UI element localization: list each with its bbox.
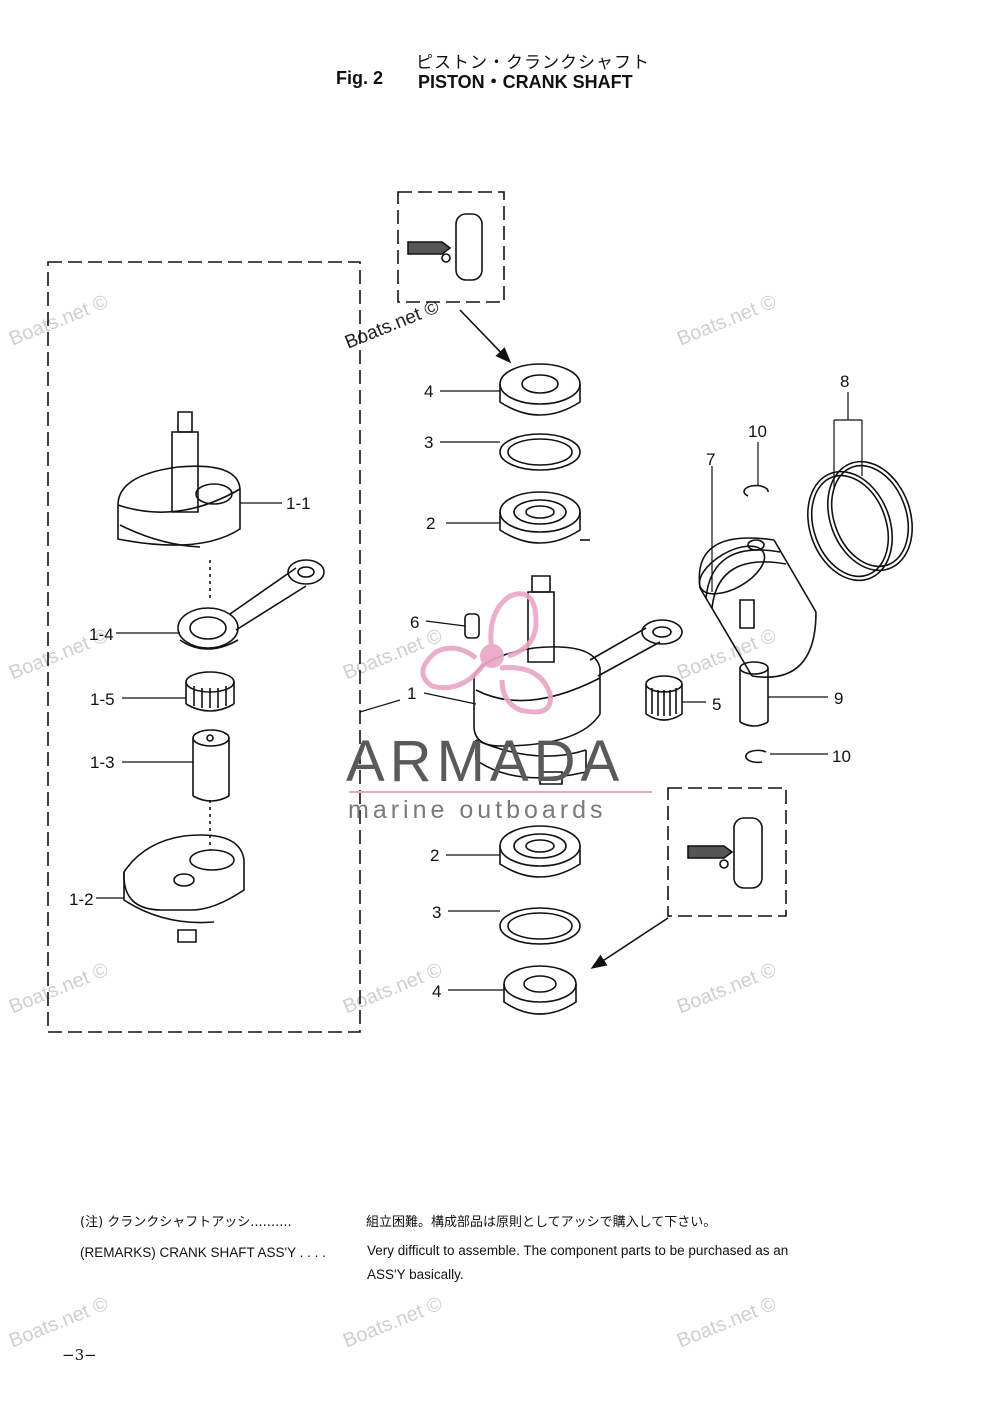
needle-bearing-left bbox=[185, 671, 235, 712]
oil-seal-bottom bbox=[503, 965, 577, 1015]
piston bbox=[698, 537, 817, 678]
label-2-bottom: 2 bbox=[430, 846, 439, 865]
piston-pin bbox=[739, 661, 769, 727]
label-4-bottom: 4 bbox=[432, 982, 441, 1001]
crankshaft-assy-dashed-box bbox=[47, 261, 361, 1033]
label-5: 5 bbox=[712, 695, 721, 714]
crankshaft-assembly bbox=[473, 575, 601, 785]
label-6: 6 bbox=[410, 613, 419, 632]
remarks-label-japanese: (注) クランクシャフトアッシ.......... bbox=[80, 1215, 292, 1230]
label-1-2: 1-2 bbox=[69, 890, 94, 909]
label-1-3: 1-3 bbox=[90, 753, 115, 772]
connecting-rod-right bbox=[589, 619, 683, 677]
label-1-1: 1-1 bbox=[286, 494, 311, 513]
needle-bearing-right bbox=[645, 675, 683, 721]
woodruff-key bbox=[464, 613, 480, 639]
remarks-text-line-2: ASS'Y basically. bbox=[367, 1267, 464, 1282]
connecting-rod-left bbox=[177, 559, 325, 650]
label-1-4: 1-4 bbox=[89, 625, 114, 644]
label-2-top: 2 bbox=[426, 514, 435, 533]
brand-divider bbox=[349, 791, 652, 793]
remarks-text-line-1: Very difficult to assemble. The componen… bbox=[367, 1243, 789, 1258]
label-4-top: 4 bbox=[424, 382, 433, 401]
label-1: 1 bbox=[407, 684, 416, 703]
ball-bearing-bottom bbox=[499, 825, 581, 878]
lower-crank-half bbox=[123, 834, 245, 943]
figure-title: PISTON・CRANK SHAFT bbox=[418, 72, 633, 92]
label-7: 7 bbox=[706, 450, 715, 469]
piston-rings bbox=[807, 460, 913, 582]
label-8: 8 bbox=[840, 372, 849, 391]
figure-title-japanese: ピストン・クランクシャフト bbox=[416, 53, 650, 73]
label-10-bottom: 10 bbox=[832, 747, 851, 766]
washer-bottom bbox=[499, 907, 581, 945]
figure-number: Fig. 2 bbox=[336, 68, 384, 88]
crank-pin bbox=[192, 729, 230, 802]
armada-brand-text: ARMADA bbox=[346, 729, 625, 794]
ball-bearing-top bbox=[499, 491, 590, 544]
page-number: −3− bbox=[62, 1346, 97, 1364]
label-1-5: 1-5 bbox=[90, 690, 115, 709]
label-3-bottom: 3 bbox=[432, 903, 441, 922]
label-10-top: 10 bbox=[748, 422, 767, 441]
detail-box-top bbox=[397, 191, 505, 303]
circlip-bottom bbox=[745, 749, 767, 764]
circlip-top bbox=[743, 484, 769, 497]
label-3-top: 3 bbox=[424, 433, 433, 452]
armada-propeller-logo bbox=[420, 591, 553, 715]
upper-crank-half bbox=[117, 411, 241, 548]
remarks-label: (REMARKS) CRANK SHAFT ASS'Y . . . . bbox=[80, 1245, 326, 1260]
armada-brand-subtitle: marine outboards bbox=[348, 796, 607, 824]
label-9: 9 bbox=[834, 689, 843, 708]
oil-seal-top bbox=[499, 363, 581, 416]
washer-top bbox=[499, 433, 581, 471]
detail-box-bottom bbox=[667, 787, 787, 917]
remarks-text-japanese: 組立困難。構成部品は原則としてアッシで購入して下さい。 bbox=[366, 1215, 717, 1230]
